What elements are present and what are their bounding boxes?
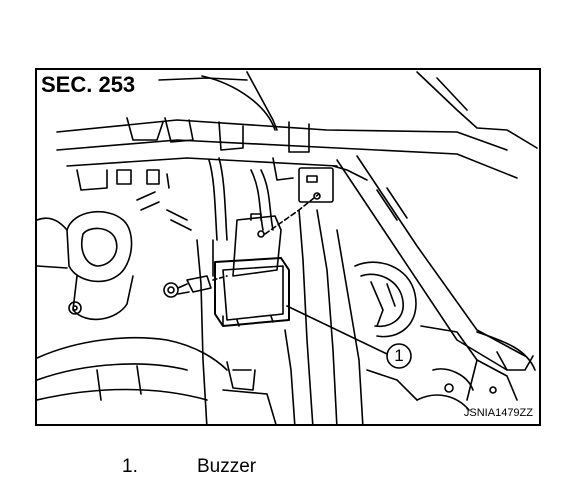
section-label: SEC. 253 bbox=[41, 73, 140, 97]
diagram-frame: SEC. 253 1 JSNIA1479ZZ bbox=[35, 68, 541, 426]
legend-item-label: Buzzer bbox=[197, 456, 257, 477]
legend-item-number: 1. bbox=[122, 456, 138, 477]
line-drawing bbox=[37, 71, 538, 424]
figure-code: JSNIA1479ZZ bbox=[463, 407, 533, 419]
callout-number-1: 1 bbox=[394, 346, 404, 365]
